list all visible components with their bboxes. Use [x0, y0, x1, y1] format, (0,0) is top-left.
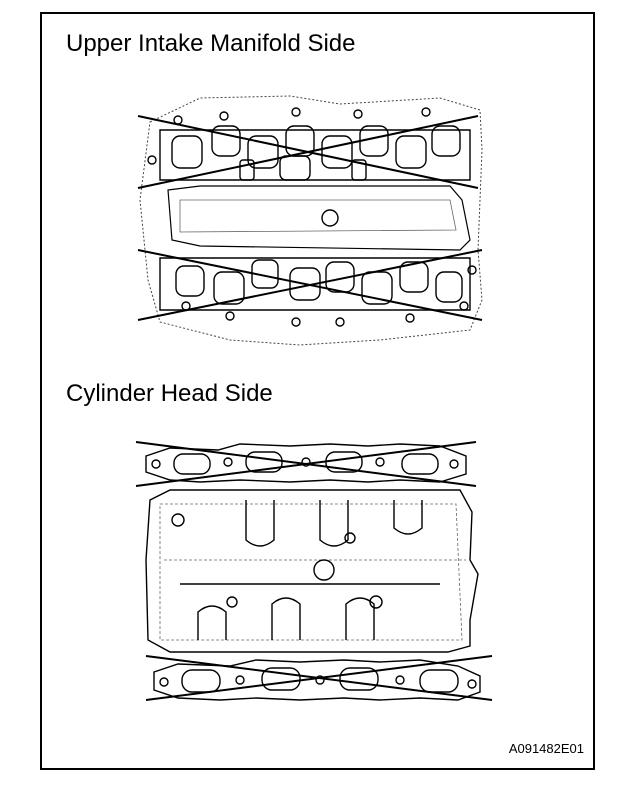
lower-gasket-bottom-strip — [153, 659, 481, 701]
bolt-hole — [353, 109, 363, 119]
runner — [245, 500, 275, 547]
head-port — [181, 669, 221, 693]
upper-port — [239, 159, 255, 181]
cross-out-line — [145, 655, 493, 701]
bolt-hole — [395, 675, 405, 685]
bolt-hole — [459, 301, 469, 311]
head-port — [339, 667, 379, 691]
upper-gasket — [137, 95, 483, 346]
bolt-hole — [405, 313, 415, 323]
lower-manifold-inner — [159, 503, 463, 641]
upper-port — [435, 271, 463, 303]
figure-frame — [40, 12, 595, 770]
upper-manifold-outline — [139, 95, 483, 346]
bolt-hole — [467, 265, 477, 275]
bolt-hole — [151, 459, 161, 469]
head-port — [401, 453, 439, 475]
cross-out-line — [137, 115, 479, 189]
bolt-hole — [223, 457, 233, 467]
upper-port — [211, 125, 241, 157]
bolt-hole — [173, 115, 183, 125]
lower-gasket-top-strip — [145, 443, 467, 483]
port-hole — [344, 532, 356, 544]
lower-gasket — [135, 441, 493, 701]
bolt-hole — [235, 675, 245, 685]
bolt-hole — [375, 457, 385, 467]
bolt-hole — [159, 677, 169, 687]
upper-port — [279, 155, 311, 181]
illustration-code: A091482E01 — [508, 741, 584, 756]
runner — [197, 605, 227, 640]
port-hole — [369, 595, 383, 609]
head-port — [261, 667, 301, 691]
bolt-hole — [315, 675, 325, 685]
upper-intake-manifold-side-label: Upper Intake Manifold Side — [66, 30, 356, 57]
bolt-hole — [335, 317, 345, 327]
bolt-hole — [225, 311, 235, 321]
upper-port — [321, 135, 353, 169]
port-hole — [171, 513, 185, 527]
upper-port — [171, 135, 203, 169]
upper-port — [431, 125, 461, 157]
upper-port — [213, 271, 245, 305]
port-hole — [226, 596, 238, 608]
upper-gasket-bottom-band — [159, 257, 471, 311]
center-hole — [321, 209, 339, 227]
upper-plenum-inner — [179, 199, 457, 233]
bolt-hole — [421, 107, 431, 117]
bolt-hole — [291, 317, 301, 327]
upper-gasket-top-band — [159, 129, 471, 181]
upper-port — [351, 159, 367, 181]
bolt-hole — [147, 155, 157, 165]
cross-out-line — [135, 441, 477, 487]
runner — [271, 597, 301, 640]
head-port — [245, 451, 283, 473]
bolt-hole — [301, 457, 311, 467]
runner — [345, 597, 375, 640]
runner — [319, 500, 349, 547]
upper-port — [289, 267, 321, 301]
upper-port — [175, 265, 205, 297]
bolt-hole — [291, 107, 301, 117]
upper-plenum — [167, 185, 471, 251]
bolt-hole — [449, 459, 459, 469]
cross-out-line — [137, 249, 483, 321]
bolt-hole — [219, 111, 229, 121]
runner — [393, 500, 423, 535]
lower-manifold-body — [145, 489, 479, 653]
upper-port — [247, 135, 279, 169]
head-port — [419, 669, 459, 693]
bolt-hole — [467, 679, 477, 689]
upper-port — [399, 261, 429, 293]
center-hole — [313, 559, 335, 581]
head-port — [173, 453, 211, 475]
upper-port — [395, 135, 427, 169]
cylinder-head-side-label: Cylinder Head Side — [66, 380, 273, 407]
